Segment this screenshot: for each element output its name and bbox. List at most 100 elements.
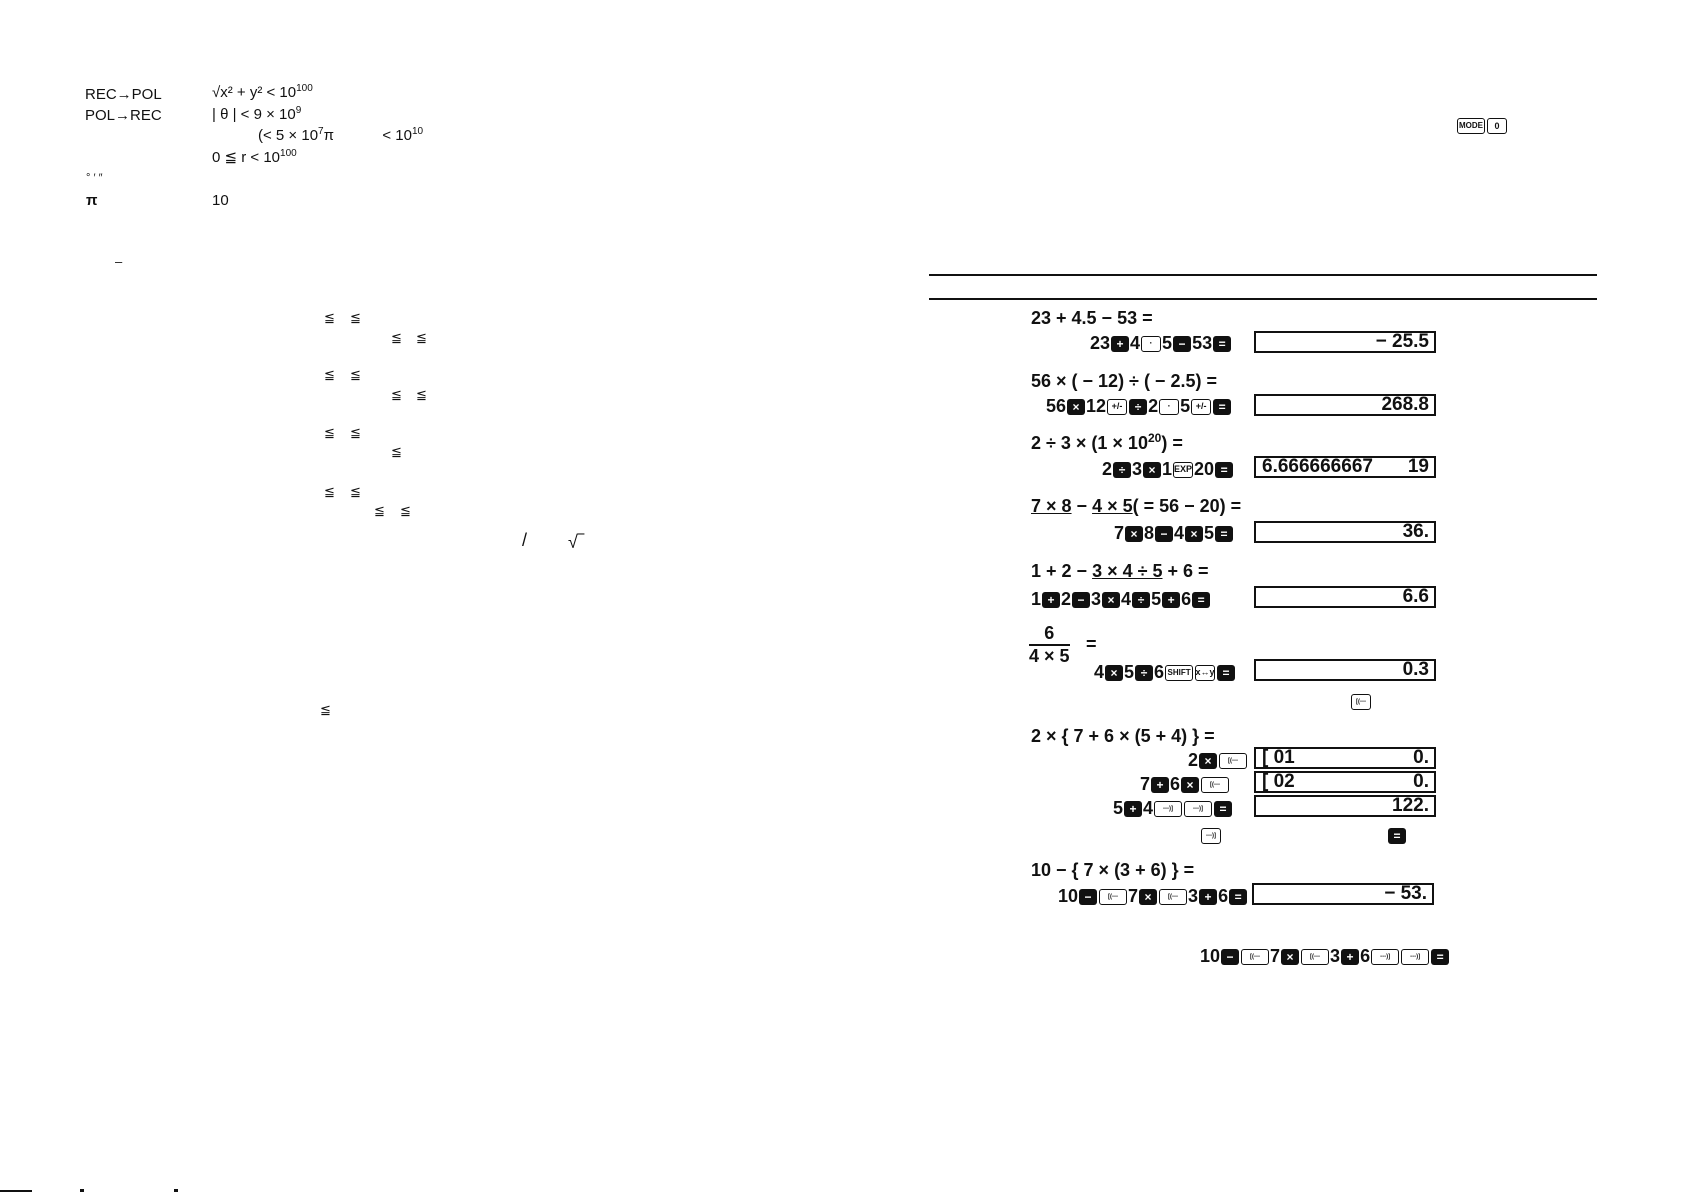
digit-entry: 3 <box>1330 946 1341 966</box>
digit-entry: 53 <box>1192 333 1213 353</box>
example-3-expression: 2 ÷ 3 × (1 × 1020) = <box>1031 432 1183 454</box>
swap-key: x↔y <box>1195 664 1216 681</box>
paren-close-key: ---)] <box>1184 800 1213 817</box>
example-7-step-2-keys: 7+6×[(--- <box>1140 774 1230 795</box>
expr-tail: ) = <box>1161 433 1183 453</box>
paren-open-key: [(--- <box>1099 888 1128 905</box>
slash-mark: / <box>522 530 528 550</box>
equals-key: = <box>1214 800 1233 817</box>
le-symbol: ≦ <box>391 330 402 345</box>
exp-key: EXP <box>1173 461 1194 478</box>
le-symbol: ≦ <box>391 444 402 459</box>
times-key: × <box>1102 591 1121 608</box>
expr-part-a: 1 + 2 − <box>1031 561 1093 581</box>
note-paren-open-key: [(--- <box>1350 693 1372 711</box>
paren-close-key: ---)] <box>1371 948 1400 965</box>
example-8-display: − 53. <box>1252 883 1434 905</box>
digit-entry: 3 <box>1132 459 1143 479</box>
times-key: × <box>1125 525 1144 542</box>
times-key: × <box>1067 398 1086 415</box>
rec-pol-cond-text: √x² + y² < 10 <box>212 84 297 101</box>
le-symbol: ≦ <box>400 503 411 518</box>
example-5-display: 6.6 <box>1254 586 1436 608</box>
display-right: 122. <box>1392 795 1429 816</box>
example-2-display: 268.8 <box>1254 394 1436 416</box>
le-symbol: ≦ <box>324 367 335 382</box>
digit-entry: 23 <box>1090 333 1111 353</box>
display-left: 6.666666667 <box>1262 456 1373 477</box>
times-key: × <box>1181 776 1200 793</box>
minus-key: − <box>1072 591 1091 608</box>
plus-key: + <box>1162 591 1181 608</box>
example-3-display: 6.666666667 19 <box>1254 456 1436 478</box>
paren-close-key: ---)] <box>1201 827 1221 844</box>
paren-close-key: ---)] <box>1401 948 1430 965</box>
digit-entry: 2 <box>1102 459 1113 479</box>
example-6-display: 0.3 <box>1254 659 1436 681</box>
le-symbol: ≦ <box>374 503 385 518</box>
digit-entry: 4 <box>1130 333 1141 353</box>
expr-part-c: + 6 = <box>1162 561 1209 581</box>
plus-key: + <box>1341 948 1360 965</box>
example-8-expression: 10 − { 7 × (3 + 6) } = <box>1031 860 1195 880</box>
digit-entry: 4 <box>1143 798 1154 818</box>
sub1-tail: < 10 <box>382 127 412 144</box>
edge-fragment <box>80 1189 84 1192</box>
display-right: 0.3 <box>1402 659 1429 680</box>
digit-entry: 10 <box>1058 886 1079 906</box>
display-right: 19 <box>1407 456 1429 477</box>
equals-key: = <box>1388 827 1406 844</box>
equals-key: = <box>1215 461 1234 478</box>
example-7-step-3-display: 122. <box>1254 795 1436 817</box>
sub1-pi: π <box>323 127 334 144</box>
example-2-expression: 56 × ( − 12) ÷ ( − 2.5) = <box>1031 371 1217 391</box>
pi-value: 10 <box>212 192 229 209</box>
display-right: 0. <box>1413 747 1429 768</box>
le-symbol: ≦ <box>350 425 361 440</box>
expr-part-a: 7 × 8 <box>1031 496 1072 516</box>
example-1-keys: 23+4·5−53= <box>1090 333 1232 354</box>
le-symbol: ≦ <box>416 330 427 345</box>
digit-entry: 1 <box>1031 589 1042 609</box>
example-4-expression: 7 × 8 − 4 × 5( = 56 − 20) = <box>1031 496 1241 517</box>
equals-key: = <box>1215 525 1234 542</box>
le-symbol: ≦ <box>350 310 361 325</box>
times-key: × <box>1139 888 1158 905</box>
mode-key: MODE <box>1457 118 1485 134</box>
sub1-text: (< 5 × 10 <box>258 127 319 144</box>
minus-key: − <box>1079 888 1098 905</box>
shift-key: SHIFT <box>1165 664 1194 681</box>
edge-fragment <box>0 1190 32 1192</box>
divide-key: ÷ <box>1132 591 1151 608</box>
digit-entry: 7 <box>1114 523 1125 543</box>
display-left: [ 01 <box>1262 747 1295 768</box>
example-5-keys: 1+2−3×4÷5+6= <box>1031 589 1211 610</box>
digit-entry: 6 <box>1181 589 1192 609</box>
display-right: 0. <box>1413 771 1429 792</box>
digit-entry: 56 <box>1046 396 1067 416</box>
plus-key: + <box>1111 335 1130 352</box>
paren-open-key: [(--- <box>1241 948 1270 965</box>
paren-open-key: [(--- <box>1159 888 1188 905</box>
example-7-step-3-keys: 5+4---)]---)]= <box>1113 798 1233 819</box>
minus-key: − <box>1221 948 1240 965</box>
le-symbol: ≦ <box>324 484 335 499</box>
expr-part-b: 3 × 4 ÷ 5 <box>1092 561 1163 581</box>
digit-entry: 1 <box>1162 459 1173 479</box>
display-right: 268.8 <box>1381 394 1429 415</box>
digit-entry: 5 <box>1204 523 1215 543</box>
equals-key: = <box>1431 948 1450 965</box>
sign-change-key: +/- <box>1107 398 1128 415</box>
le-symbol: ≦ <box>320 702 331 717</box>
note-equals-key: = <box>1387 827 1407 845</box>
example-7-step-1-keys: 2×[(--- <box>1188 750 1248 771</box>
equals-key: = <box>1217 664 1236 681</box>
digit-entry: 6 <box>1360 946 1371 966</box>
divide-key: ÷ <box>1135 664 1154 681</box>
pol-rec-sub1: (< 5 × 107π < 1010 <box>258 127 423 145</box>
pol-rec-label: POL→REC <box>85 107 162 124</box>
minus-key: − <box>1155 525 1174 542</box>
decimal-key: · <box>1159 398 1180 415</box>
times-key: × <box>1281 948 1300 965</box>
